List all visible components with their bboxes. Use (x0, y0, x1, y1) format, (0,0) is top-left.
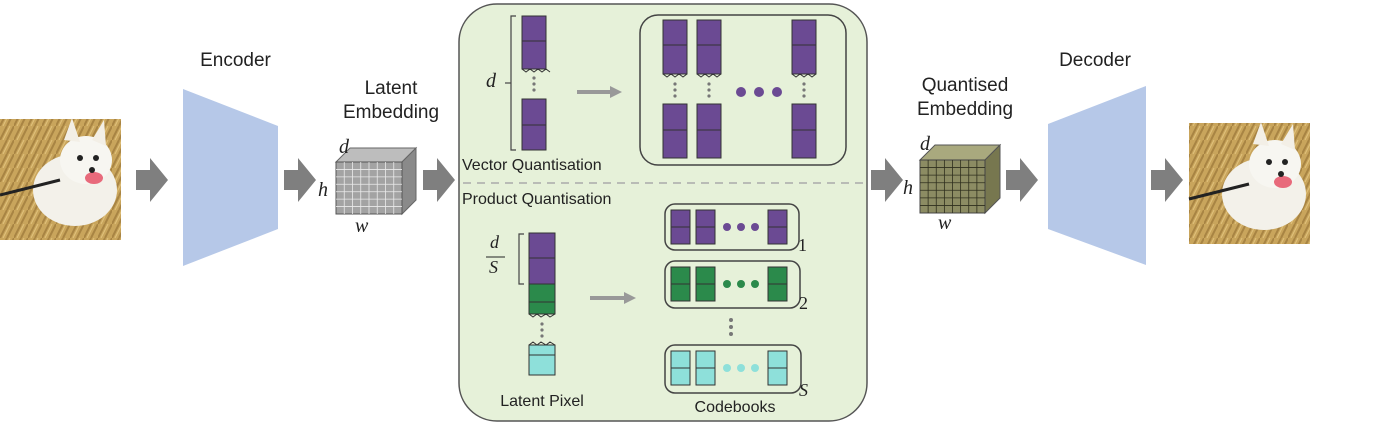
latent-embedding-label-line2: Embedding (342, 102, 440, 123)
codebooks-label: Codebooks (694, 399, 776, 416)
arrow-4 (871, 158, 903, 202)
input-image (0, 118, 121, 240)
latent-embedding-label-line1: Latent (364, 78, 418, 99)
arrow-5 (1006, 158, 1038, 202)
codebook-1-index: 1 (798, 235, 807, 255)
vq-ellipsis (736, 87, 782, 97)
pq-latent-vector (528, 232, 556, 376)
codebook-ellipsis-dot (737, 280, 745, 288)
latent-pixel-label: Latent Pixel (500, 393, 584, 410)
product-quantisation-label: Product Quantisation (462, 191, 612, 208)
vq-codebook-frame (639, 14, 847, 166)
codebook-2-index: 2 (799, 293, 808, 313)
vq-d-symbol: d (486, 70, 496, 92)
codebook-ellipsis-dot (723, 364, 731, 372)
encoder-label: Encoder (200, 50, 271, 71)
codebook-ellipsis-dot (751, 280, 759, 288)
fraction-numerator: d (490, 232, 499, 252)
output-image (1188, 122, 1310, 244)
pq-arrow (590, 292, 636, 304)
decoder-label: Decoder (1059, 50, 1131, 71)
vq-codebook-entry (791, 19, 817, 159)
codebook-ellipsis-dot (737, 223, 745, 231)
codebook-s-index: S (799, 380, 808, 400)
arrow-1 (136, 158, 168, 202)
codebook-ellipsis-dot (737, 364, 745, 372)
codebook-ellipsis-dot (723, 280, 731, 288)
codebook-entry (670, 350, 691, 386)
codebook-vertical-ellipsis (729, 318, 733, 336)
vq-arrow (577, 86, 622, 98)
codebook-2 (664, 260, 801, 309)
codebook-entry (670, 209, 691, 245)
quantised-embedding-cube (918, 143, 1002, 215)
latent-h-symbol: h (318, 179, 328, 201)
latent-embedding-cube (334, 146, 418, 216)
codebook-ellipsis-dot (723, 223, 731, 231)
codebook-ellipsis-dot (751, 364, 759, 372)
codebook-entry (695, 350, 716, 386)
codebook-entry (767, 266, 788, 302)
vq-codebook-entry (696, 19, 722, 159)
vq-codebook (662, 19, 817, 159)
flow-arrows (136, 158, 1183, 202)
encoder-block (183, 89, 278, 266)
arrow-2 (284, 158, 316, 202)
decoder-block (1048, 86, 1146, 265)
fraction-denominator: S (489, 257, 498, 277)
codebook-entry (767, 209, 788, 245)
codebook-entry (695, 266, 716, 302)
vq-bracket (505, 15, 516, 151)
arrow-3 (423, 158, 455, 202)
codebook-s (664, 344, 802, 394)
pq-bracket (518, 233, 524, 285)
quantised-embedding-label-line1: Quantised (921, 75, 1009, 96)
vq-codebook-entry (662, 19, 688, 159)
codebook-entry (695, 209, 716, 245)
arrow-6 (1151, 158, 1183, 202)
quantised-d-symbol: d (920, 133, 930, 155)
codebook-ellipsis-dot (751, 223, 759, 231)
latent-w-symbol: w (355, 215, 369, 237)
codebook-entry (767, 350, 788, 386)
quantised-embedding-label-line2: Embedding (916, 99, 1014, 120)
vq-latent-vector (521, 15, 551, 151)
quantised-w-symbol: w (938, 212, 952, 234)
codebook-entry (670, 266, 691, 302)
vector-quantisation-label: Vector Quantisation (462, 157, 602, 174)
codebook-1 (664, 203, 800, 251)
latent-d-symbol: d (339, 136, 349, 158)
quantised-h-symbol: h (903, 177, 913, 199)
quantisation-panel (458, 3, 868, 422)
